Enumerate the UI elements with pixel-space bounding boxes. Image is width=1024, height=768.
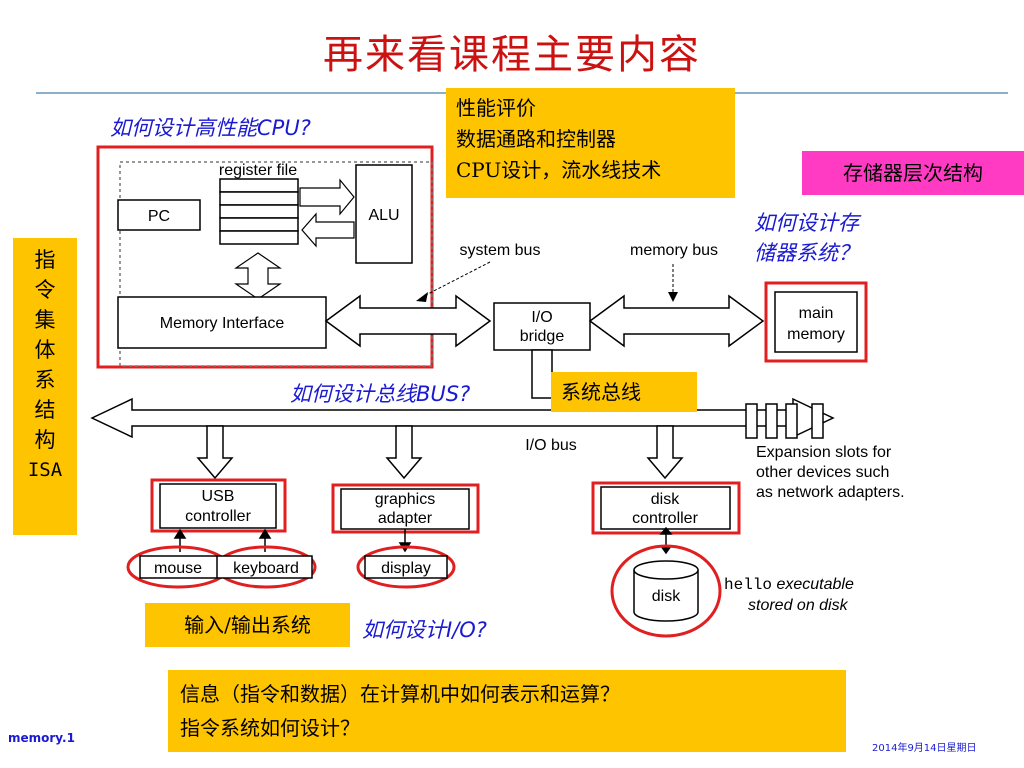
system-bus-label: system bus — [460, 242, 541, 259]
cpu-highlight-box — [96, 145, 434, 369]
system-bus-pointer — [423, 261, 491, 297]
memory-interface-label: Memory Interface — [160, 315, 285, 332]
io-bridge-label-2: bridge — [520, 328, 565, 345]
disk-cylinder — [633, 570, 699, 622]
isa-char: 令 — [34, 278, 56, 302]
system-bus-box: 系统总线 — [551, 372, 697, 412]
disk-cylinder-top — [633, 560, 699, 580]
alu-label: ALU — [368, 207, 399, 224]
memory-bus-label: memory bus — [630, 242, 718, 259]
perf-eval-text: 性能评价 — [456, 96, 536, 120]
expansion-label-1: Expansion slots for — [756, 444, 892, 461]
isa-char: 集 — [34, 308, 56, 332]
disk-controller-box — [600, 486, 731, 530]
mouse-label: mouse — [154, 560, 202, 577]
main-memory-box — [774, 291, 858, 353]
memory-bus-arrow — [588, 294, 765, 348]
design-memory-question: 如何设计存 储器系统？ — [754, 208, 859, 268]
register-file — [219, 178, 299, 245]
io-bridge-label-1: I/O — [531, 309, 552, 326]
keyboard-label: keyboard — [233, 560, 299, 577]
arrow-regfile-memory-interface — [234, 252, 282, 300]
disk-label: disk — [652, 588, 681, 605]
info-representation-text: 信息（指令和数据）在计算机中如何表示和运算？ — [180, 682, 620, 706]
disk-controller-label-1: disk — [651, 491, 680, 508]
system-bus-pointer-head — [416, 292, 428, 302]
isa-char: ISA — [27, 459, 63, 481]
main-memory-highlight — [764, 281, 868, 363]
isa-char: 构 — [34, 428, 56, 452]
isa-box: 指 令 集 体 系 结 构 ISA — [13, 238, 77, 535]
isa-char: 结 — [34, 398, 56, 422]
register-file-label: register file — [219, 162, 297, 179]
footer-slide-id: memory.1 — [8, 731, 75, 745]
memory-bus-pointer-head — [668, 292, 678, 302]
expansion-slots — [745, 403, 824, 439]
slide-title: 再来看课程主要内容 — [323, 32, 701, 78]
pc-label: PC — [148, 208, 170, 225]
display-label: display — [381, 560, 431, 577]
stored-on-disk-label: stored on disk — [748, 597, 849, 614]
usb-label-2: controller — [185, 508, 251, 525]
hello-code: hello — [724, 576, 772, 594]
display-highlight — [356, 545, 456, 589]
device-branches — [196, 425, 684, 480]
disk-controller-label-2: controller — [632, 510, 698, 527]
io-bridge-box — [493, 302, 591, 351]
hello-executable-text: executable — [772, 576, 854, 593]
input-devices-box — [139, 555, 313, 579]
design-bus-question: 如何设计总线BUS? — [290, 382, 471, 406]
pc-register — [117, 199, 201, 231]
io-bus-label: I/O bus — [525, 437, 577, 454]
design-cpu-question: 如何设计高性能CPU? — [110, 116, 311, 140]
design-memory-line-2: 储器系统？ — [754, 241, 859, 265]
graphics-label-1: graphics — [375, 491, 435, 508]
footer-date: 2014年9月14日星期日 — [872, 743, 977, 754]
design-io-question: 如何设计I/O? — [362, 618, 487, 642]
hello-executable-label: hello executable — [724, 576, 854, 594]
isa-char: 系 — [34, 368, 56, 392]
memory-hierarchy-box: 存储器层次结构 — [802, 151, 1024, 195]
isa-design-text: 指令系统如何设计？ — [180, 716, 360, 740]
io-system-box: 输入/输出系统 — [145, 603, 350, 647]
arrow-alu-to-regfile — [301, 212, 355, 248]
isa-char: 指 — [34, 248, 56, 272]
design-memory-line-1: 如何设计存 — [754, 211, 859, 235]
main-memory-label-2: memory — [787, 326, 845, 343]
disk-highlight — [610, 544, 722, 638]
cpu-design-text: CPU设计，流水线技术 — [456, 158, 662, 182]
isa-char: 体 — [34, 338, 56, 362]
info-representation-box: 信息（指令和数据）在计算机中如何表示和运算？ 指令系统如何设计？ — [168, 670, 846, 752]
usb-controller-highlight — [150, 478, 287, 533]
bridge-io-bus-connector — [531, 349, 553, 399]
usb-controller-box — [159, 483, 277, 529]
main-memory-label-1: main — [799, 305, 834, 322]
usb-label-1: USB — [202, 488, 235, 505]
arrow-regfile-to-alu — [299, 178, 355, 216]
memory-interface-box — [117, 296, 327, 349]
alu-unit — [355, 164, 413, 264]
datapath-control-text: 数据通路和控制器 — [456, 127, 616, 151]
expansion-label-2: other devices such — [756, 464, 889, 481]
display-box — [364, 555, 448, 579]
io-bus-arrow — [90, 397, 835, 439]
cpu-boundary — [119, 161, 433, 367]
graphics-label-2: adapter — [378, 510, 433, 527]
system-bus-arrow — [324, 294, 492, 348]
cpu-topics-box: 性能评价 数据通路和控制器 CPU设计，流水线技术 — [446, 88, 735, 198]
expansion-label-3: as network adapters. — [756, 484, 905, 501]
